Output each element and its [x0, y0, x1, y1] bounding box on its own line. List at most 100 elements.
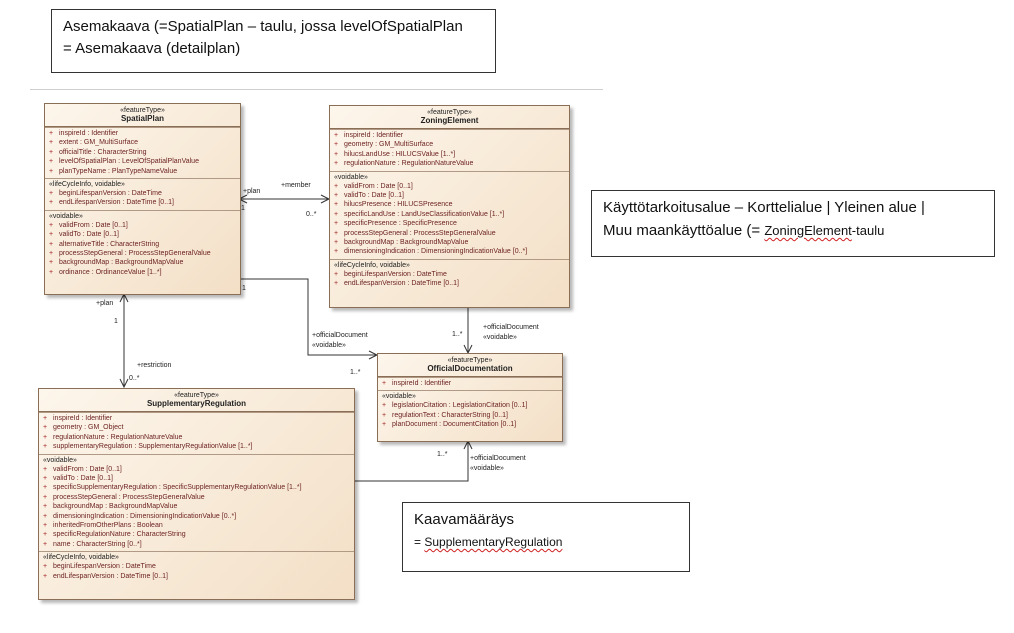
note-text: -taulu [851, 223, 885, 238]
note-text-misspelled: SupplementaryRegulation [424, 535, 563, 549]
attribute-row: +dimensioningIndication : DimensioningIn… [334, 248, 528, 256]
section-header: «voidable» [382, 393, 416, 401]
attribute-row: +beginLifespanVersion : DateTime [334, 270, 447, 278]
attribute-row: +inspireId : Identifier [43, 415, 113, 422]
attribute-row: +alternativeTitle : CharacterString [49, 240, 160, 248]
note-supplementary-regulation: Kaavamääräys = SupplementaryRegulation [402, 502, 690, 572]
note-text: Muu maankäyttöalue (= [603, 222, 765, 239]
role-label: +plan [243, 188, 261, 195]
attribute-row: +backgroundMap : BackgroundMapValue [43, 503, 178, 511]
assoc-plan-officialdoc [239, 278, 377, 356]
attribute-row: +inspireId : Identifier [49, 130, 119, 137]
multiplicity-label: 1 [242, 285, 246, 292]
attribute-row: +specificLandUse : LandUseClassification… [334, 210, 505, 218]
assoc-suppreg-officialdoc [353, 441, 469, 482]
attribute-row: +endLifespanVersion : DateTime [0..1] [43, 572, 168, 580]
class-zoning-element[interactable]: «featureType» ZoningElement +inspireId :… [329, 105, 570, 308]
attribute-row: +inspireId : Identifier [382, 380, 452, 387]
voidable-section: «voidable» +validFrom : Date [0..1] +val… [330, 170, 569, 259]
attribute-row: +endLifespanVersion : DateTime [0..1] [49, 199, 174, 207]
note-text-misspelled: ZoningElement [764, 223, 852, 238]
attribute-row: +geometry : GM_Object [43, 424, 124, 432]
class-header: «featureType» ZoningElement [330, 106, 569, 129]
attribute-row: +supplementaryRegulation : Supplementary… [43, 443, 253, 451]
stereotype-label: «voidable» [483, 334, 517, 341]
stereotype: «featureType» [120, 107, 165, 114]
note-line: Muu maankäyttöalue (= ZoningElement-taul… [603, 222, 884, 239]
attribute-row: +specificRegulationNature : CharacterStr… [43, 531, 186, 539]
multiplicity-label: 0..* [129, 375, 140, 382]
class-spatial-plan[interactable]: «featureType» SpatialPlan +inspireId : I… [44, 103, 241, 295]
class-header: «featureType» OfficialDocumentation [378, 354, 562, 377]
multiplicity-label: 1..* [452, 331, 463, 338]
note-line: = Asemakaava (detailplan) [63, 40, 241, 57]
note-zoning-element: Käyttötarkoitusalue – Korttelialue | Yle… [591, 190, 995, 257]
attribute-row: +inheritedFromOtherPlans : Boolean [43, 522, 163, 530]
multiplicity-label: 1 [241, 205, 245, 212]
attribute-row: +geometry : GM_MultiSurface [334, 141, 434, 149]
attribute-row: +specificSupplementaryRegulation : Speci… [43, 484, 302, 492]
attribute-row: +regulationNature : RegulationNatureValu… [334, 160, 474, 168]
attribute-row: +name : CharacterString [0..*] [43, 540, 142, 548]
voidable-section: «voidable» +legislationCitation : Legisl… [378, 390, 562, 431]
section-header: «lifeCycleInfo, voidable» [49, 181, 125, 189]
attribute-row: +inspireId : Identifier [334, 132, 404, 139]
class-header: «featureType» SupplementaryRegulation [39, 389, 354, 412]
lifecycle-section: «lifeCycleInfo, voidable» +beginLifespan… [39, 551, 354, 583]
class-header: «featureType» SpatialPlan [45, 104, 240, 127]
multiplicity-label: 0..* [306, 211, 317, 218]
attribute-row: +validFrom : Date [0..1] [334, 182, 413, 190]
section-header: «voidable» [49, 212, 83, 220]
attribute-row: +beginLifespanVersion : DateTime [43, 563, 156, 571]
attributes-section: +inspireId : Identifier +geometry : GM_M… [330, 129, 569, 171]
attributes-section: +inspireId : Identifier +extent : GM_Mul… [45, 127, 240, 178]
class-supplementary-regulation[interactable]: «featureType» SupplementaryRegulation +i… [38, 388, 355, 600]
attribute-row: +hilucsLandUse : HILUCSValue [1..*] [334, 150, 456, 158]
role-label: +member [281, 182, 311, 189]
attribute-row: +ordinance : OrdinanceValue [1..*] [49, 268, 162, 276]
attribute-row: +legislationCitation : LegislationCitati… [382, 402, 528, 410]
attribute-row: +planTypeName : PlanTypeNameValue [49, 167, 178, 175]
note-line: Kaavamääräys [414, 511, 515, 528]
role-label: +restriction [137, 362, 172, 369]
multiplicity-label: 1..* [350, 369, 361, 376]
class-official-documentation[interactable]: «featureType» OfficialDocumentation +ins… [377, 353, 563, 442]
voidable-section: «voidable» +validFrom : Date [0..1] +val… [39, 453, 354, 552]
class-name: SpatialPlan [120, 114, 165, 123]
attributes-section: +inspireId : Identifier [378, 377, 562, 390]
attribute-row: +validTo : Date [0..1] [43, 475, 113, 483]
attribute-row: +processStepGeneral : ProcessStepGeneral… [43, 493, 205, 501]
divider [30, 89, 603, 90]
stereotype-label: «voidable» [312, 342, 346, 349]
attribute-row: +hilucsPresence : HILUCSPresence [334, 201, 453, 209]
note-line: = SupplementaryRegulation [414, 535, 562, 549]
lifecycle-section: «lifeCycleInfo, voidable» +beginLifespan… [45, 178, 240, 210]
arrowhead [119, 378, 129, 389]
note-line: Käyttötarkoitusalue – Korttelialue | Yle… [603, 199, 925, 216]
multiplicity-label: 1..* [437, 451, 448, 458]
role-label: +officialDocument [483, 324, 539, 331]
attribute-row: +validTo : Date [0..1] [49, 231, 119, 239]
attribute-row: +validFrom : Date [0..1] [49, 221, 128, 229]
role-label: +officialDocument [312, 332, 368, 339]
attribute-row: +validTo : Date [0..1] [334, 192, 404, 200]
stereotype: «featureType» [427, 109, 472, 116]
attribute-row: +endLifespanVersion : DateTime [0..1] [334, 280, 459, 288]
class-name: ZoningElement [420, 116, 479, 125]
section-header: «lifeCycleInfo, voidable» [334, 261, 410, 269]
class-name: SupplementaryRegulation [146, 399, 247, 408]
section-header: «voidable» [43, 456, 77, 464]
role-label: +plan [96, 300, 114, 307]
note-spatial-plan: Asemakaava (=SpatialPlan – taulu, jossa … [51, 9, 496, 73]
attribute-row: +specificPresence : SpecificPresence [334, 220, 457, 228]
stereotype-label: «voidable» [470, 465, 504, 472]
attributes-section: +inspireId : Identifier +geometry : GM_O… [39, 412, 354, 454]
attribute-row: +officialTitle : CharacterString [49, 148, 147, 156]
section-header: «voidable» [334, 173, 368, 181]
attribute-row: +processStepGeneral : ProcessStepGeneral… [49, 250, 211, 258]
attribute-row: +planDocument : DocumentCitation [0..1] [382, 421, 517, 429]
attribute-row: +validFrom : Date [0..1] [43, 465, 122, 473]
attribute-row: +backgroundMap : BackgroundMapValue [49, 259, 184, 267]
note-line: Asemakaava (=SpatialPlan – taulu, jossa … [63, 18, 463, 35]
